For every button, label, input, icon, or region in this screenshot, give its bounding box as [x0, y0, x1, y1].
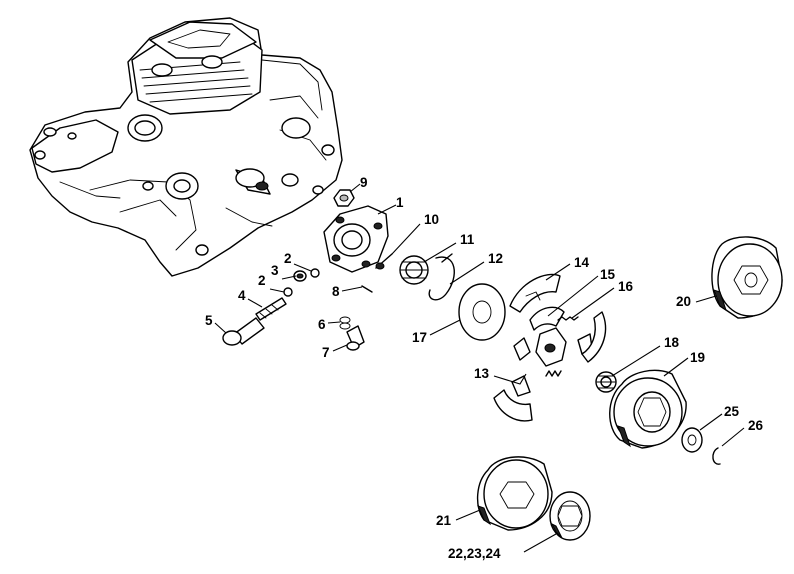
callout-20: 20	[676, 294, 691, 309]
leader-2a	[293, 263, 312, 272]
part-22-23-24-sprocket	[549, 491, 591, 541]
part-2-lower-washer	[283, 287, 293, 297]
callout-1: 1	[396, 195, 404, 210]
callout-25: 25	[724, 404, 740, 419]
leader-6	[327, 321, 341, 324]
leader-22	[523, 533, 557, 553]
part-25-washer	[681, 427, 703, 453]
part-6-o-rings	[339, 316, 351, 330]
callout-19: 19	[690, 350, 705, 365]
callout-7: 7	[322, 345, 330, 360]
callout-13: 13	[474, 366, 490, 381]
part-14-clutch-shoe	[509, 273, 561, 313]
part-11-worm	[399, 255, 429, 285]
part-16-spring	[557, 316, 579, 321]
leader-21	[455, 509, 481, 521]
leader-16	[571, 287, 615, 319]
callout-8: 8	[332, 284, 340, 299]
leader-10	[391, 223, 421, 255]
leader-lines	[214, 183, 745, 553]
leader-1	[377, 204, 397, 215]
part-1-oil-pump	[323, 205, 389, 273]
callout-6: 6	[318, 317, 326, 332]
leader-14	[545, 263, 571, 281]
callout-2: 2	[258, 273, 266, 288]
leader-9	[349, 183, 361, 193]
leader-20	[695, 295, 717, 303]
leader-15	[547, 275, 599, 317]
part-2-upper-washer	[310, 268, 320, 278]
callout-5: 5	[205, 313, 213, 328]
callout-3: 3	[271, 263, 279, 278]
callout-11: 11	[460, 232, 475, 247]
leader-3	[281, 275, 297, 280]
part-18-needle-cage	[595, 371, 617, 393]
leader-5	[214, 322, 227, 334]
part-20-drum-rim	[711, 236, 783, 319]
leader-19	[663, 357, 689, 377]
callout-4: 4	[238, 288, 246, 303]
part-21-drum	[477, 456, 553, 531]
leader-18	[611, 345, 661, 377]
part-14-clutch-shoe-lower	[493, 375, 533, 422]
part-26-e-clip	[712, 447, 721, 465]
part-12-spring-clip	[428, 253, 455, 301]
callout-9: 9	[360, 175, 368, 190]
leader-8	[341, 286, 363, 292]
part-17-washer	[458, 283, 506, 341]
leader-12	[449, 261, 485, 285]
engine-block	[29, 17, 343, 277]
callout-22-23-24: 22,23,24	[448, 546, 501, 561]
callout-12: 12	[488, 251, 503, 266]
part-15-carrier-part	[529, 306, 565, 331]
leader-17	[429, 319, 461, 336]
part-9-nut	[333, 189, 355, 207]
leader-4	[247, 298, 263, 308]
callout-10: 10	[424, 212, 439, 227]
callout-17: 17	[412, 330, 427, 345]
part-19-clutch-drum	[609, 369, 687, 449]
callout-21: 21	[436, 513, 452, 528]
part-7-valve	[346, 325, 365, 351]
leader-26	[721, 427, 745, 447]
part-14-clutch-shoe-right	[581, 311, 607, 363]
part-5-plug	[222, 317, 265, 346]
callout-14: 14	[574, 255, 590, 270]
part-13-clutch-carrier	[513, 327, 593, 377]
leader-25	[699, 413, 723, 431]
part-4-pin	[255, 297, 287, 321]
callout-26: 26	[748, 418, 764, 433]
part-10-screw	[375, 253, 393, 270]
leader-2b	[269, 288, 285, 293]
leader-11	[423, 242, 457, 263]
callout-15: 15	[600, 267, 616, 282]
callout-18: 18	[664, 335, 680, 350]
leader-7	[332, 344, 348, 352]
callout-2: 2	[284, 251, 292, 266]
leader-13	[493, 373, 527, 385]
callout-16: 16	[618, 279, 634, 294]
part-8-pin	[361, 285, 373, 293]
callout-labels: 1 2 2 3 4 5 6 7 8 9 10 11 12 13 14 15 16…	[205, 175, 764, 561]
